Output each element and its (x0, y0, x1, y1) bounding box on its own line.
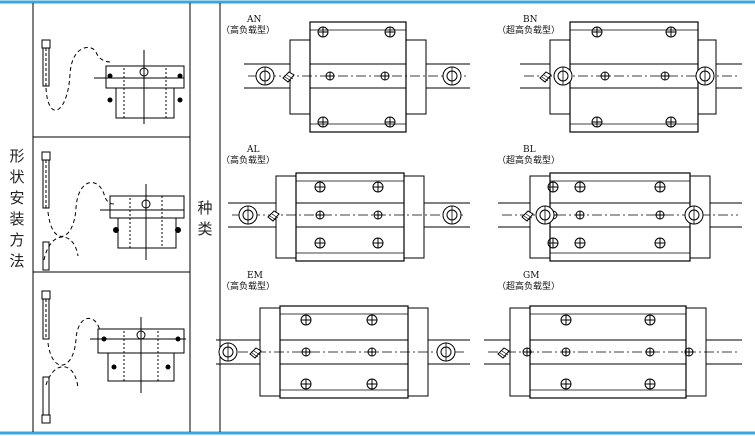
label-char: 种 (197, 199, 213, 217)
type-desc: （超高负载型） (497, 156, 561, 166)
type-desc: （超高负载型） (497, 26, 561, 36)
installation-diagram-top (41, 39, 185, 124)
block-view-gm (484, 305, 742, 399)
block-view-bn (520, 21, 742, 133)
installation-diagram-middle (41, 151, 185, 271)
type-desc: （超高负载型） (497, 282, 561, 292)
type-desc: （高负载型） (221, 156, 276, 166)
installation-diagram-bottom (41, 290, 186, 424)
label-char: 安 (9, 189, 25, 207)
block-view-al (228, 172, 470, 262)
type-caption-an: AN （高负载型） (221, 15, 275, 37)
label-char: 法 (9, 252, 25, 270)
type-code: BN (523, 15, 538, 25)
type-desc: （高负载型） (221, 282, 276, 292)
type-code: GM (523, 271, 540, 281)
type-desc: （高负载型） (221, 26, 276, 36)
type-caption-gm: GM （超高负载型） (497, 271, 560, 293)
label-char: 方 (9, 231, 25, 249)
block-view-bl (498, 172, 742, 262)
type-label: 种 类 (196, 198, 214, 240)
label-char: 形 (9, 147, 25, 165)
type-code: AN (247, 15, 262, 25)
type-code: AL (247, 145, 260, 155)
type-code: EM (247, 271, 263, 281)
label-char: 类 (197, 220, 213, 238)
block-view-an (244, 21, 470, 133)
type-caption-em: EM （高负载型） (221, 271, 275, 293)
type-code: BL (523, 145, 536, 155)
type-caption-bl: BL （超高负载型） (497, 145, 560, 167)
type-caption-bn: BN （超高负载型） (497, 15, 560, 37)
type-caption-al: AL （高负载型） (221, 145, 275, 167)
block-view-em (216, 305, 470, 399)
label-char: 装 (9, 210, 25, 228)
label-char: 状 (9, 168, 25, 186)
installation-method-label: 形 状 安 装 方 法 (8, 146, 26, 272)
